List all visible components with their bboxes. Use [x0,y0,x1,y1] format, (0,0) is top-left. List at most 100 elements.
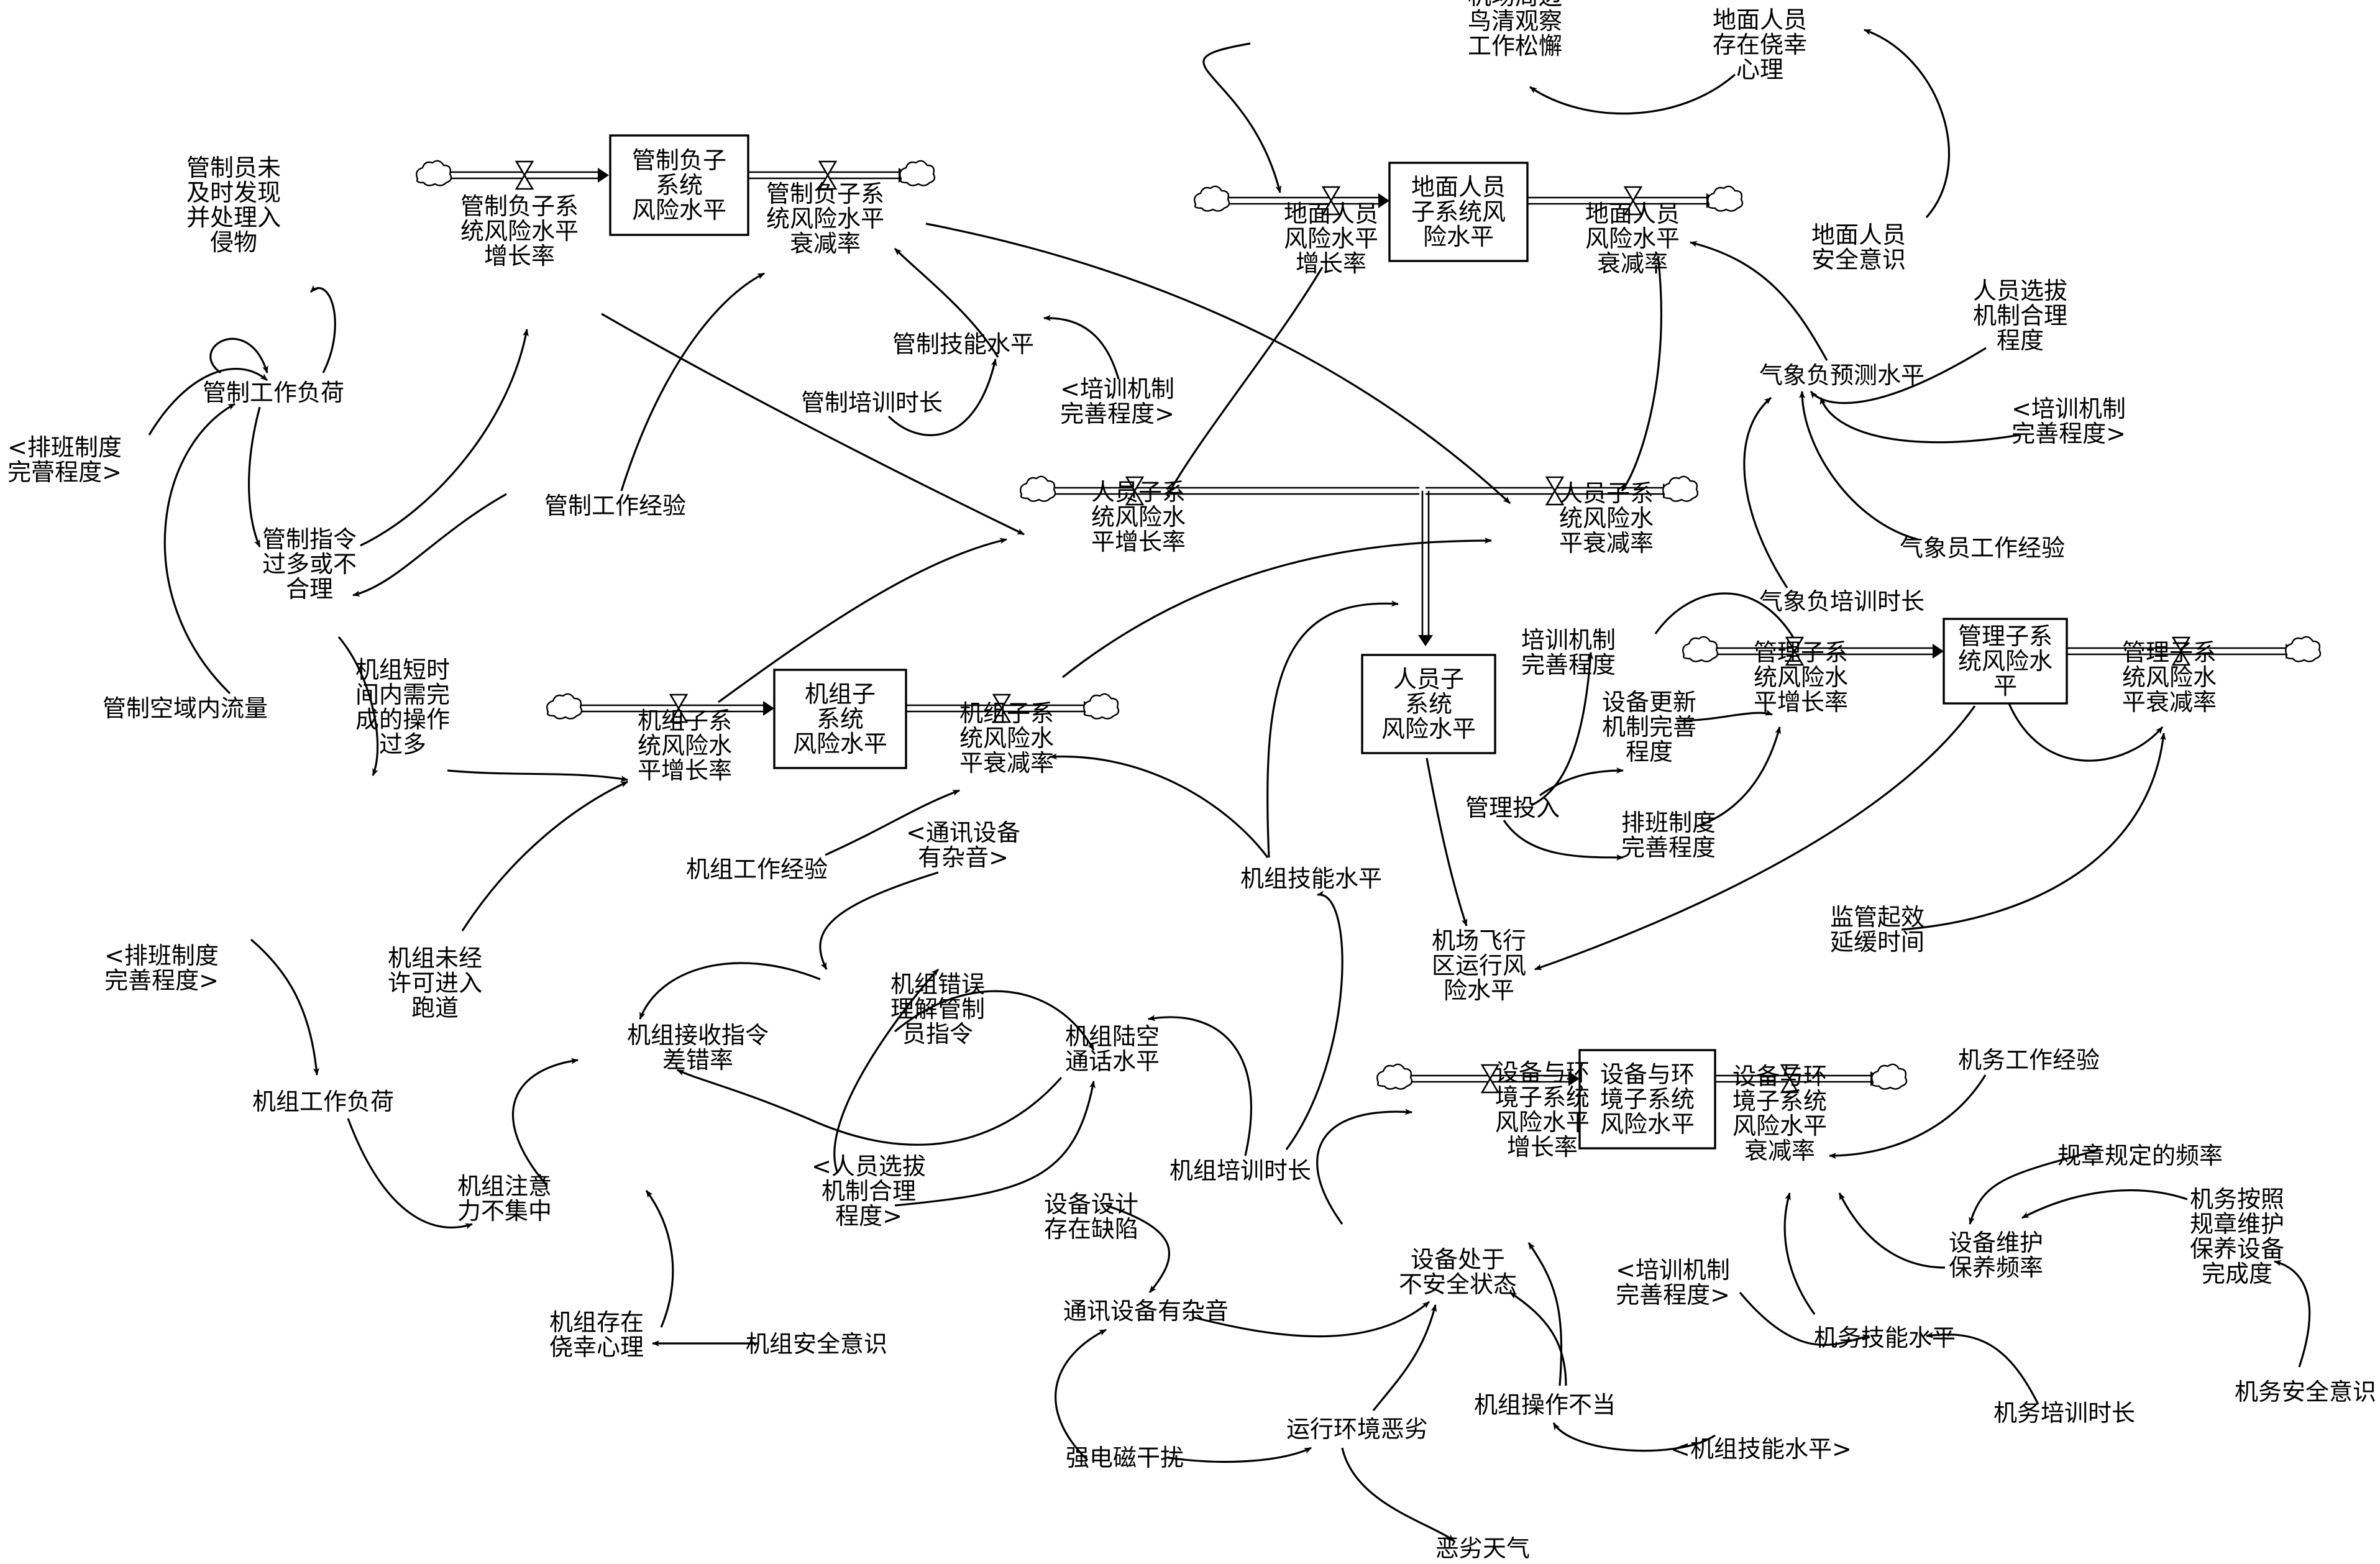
variable-line: 完善程度 [1621,834,1716,861]
valve-icon [1785,636,1805,666]
variable-line: <培训机制 [1616,1256,1730,1284]
variable-line: 力不集中 [457,1197,552,1225]
variable-equip-design: 设备设计存在缺陷 [1044,1191,1138,1243]
variable-line: 机制完善 [1602,713,1696,741]
causal-arrow [347,1118,473,1230]
variable-line: 设备维护 [1949,1229,2043,1256]
variable-atc-inc: 管制负子系统风险水平增长率 [460,193,579,270]
cloud-icon [1083,693,1120,720]
variable-crew-luck: 机组存在侥幸心理 [549,1309,644,1361]
causal-arrow [1829,1074,1987,1159]
variable-crew-oper: 机组操作不当 [1474,1391,1616,1419]
causal-arrow [2274,1260,2311,1368]
variable-line: 机组子系 [959,700,1054,727]
causal-arrow [1426,757,1468,926]
variable-line: 统风险水平 [460,217,579,245]
variable-crew-misund: 机组错误理解管制员指令 [890,971,985,1048]
variable-atc-exp: 管制工作经验 [544,492,686,519]
variable-line: 风险水平 [1585,225,1680,252]
causal-arrow [1285,890,1343,1150]
variable-line: 统风险水 [638,732,732,759]
variable-line: 理解管制 [890,995,985,1023]
valve-icon [515,160,534,190]
causal-arrow [1529,73,1736,115]
causal-arrow [1810,347,1987,405]
variable-supervise: 监管起效延缓时间 [1830,903,1925,956]
variable-line: 设备处于 [1411,1246,1505,1273]
cloud-icon [2285,636,2322,662]
variable-train-mech2: <培训机制完善程度> [2012,395,2126,447]
variable-line: <通讯设备 [906,819,1020,846]
variable-crew-safe: 机组安全意识 [746,1330,887,1358]
variable-line: 完善程度> [1616,1281,1730,1309]
variable-equip-unsafe: 设备处于不安全状态 [1399,1246,1517,1298]
stock-equip: 设备与环境子系统风险水平 [1578,1049,1716,1150]
pipe-arrowhead [1418,635,1433,646]
stock-line: 管理子系 [1958,623,2053,650]
cloud-icon [546,693,583,720]
causal-arrow [601,313,1025,536]
variable-equip-update: 设备更新机制完善程度 [1602,688,1696,766]
causal-arrow [1202,42,1282,193]
cloud-icon [1194,185,1230,212]
variable-line: 恶劣天气 [1435,1535,1530,1562]
variable-line: 延缓时间 [1830,928,1925,956]
variable-line: 风险水平 [1732,1112,1827,1140]
causal-arrow [1341,1447,1455,1542]
variable-line: 存在缺陷 [1044,1215,1138,1243]
causal-arrow [1043,314,1120,380]
variable-line: 管制技能水平 [892,331,1034,358]
causal-arrow [894,1081,1096,1207]
stock-frame [1361,654,1496,754]
valve-icon [992,693,1012,723]
variable-crew-exp: 机组工作经验 [686,856,828,883]
variable-line: 设备更新 [1602,688,1696,716]
variable-line: 合理 [286,575,333,603]
causal-arrow [1062,537,1492,679]
variable-line: 程度 [1997,327,2044,354]
variable-bird: 机场周边鸟清观察工作松懈 [1468,0,1562,60]
stock-line: 系统 [656,171,703,199]
variable-line: 间内需完 [355,681,450,708]
variable-line: 机组操作不当 [1474,1391,1616,1419]
variable-mech-comply: 机务按照规章维护保养设备完成度 [2190,1186,2284,1287]
variable-atc-cmd: 管制指令过多或不合理 [262,526,357,603]
variable-line: 地面人员 [1284,200,1378,227]
variable-line: 管制空域内流量 [103,695,268,722]
variable-atc-train: 管制培训时长 [801,389,943,416]
stock-label: 地面人员子系统风险水平 [1411,173,1506,250]
variable-line: 设备与环 [1495,1059,1590,1086]
causal-arrow [148,367,268,436]
variable-crew-train: 机组培训时长 [1169,1157,1311,1184]
causal-arrow [1783,1192,1816,1315]
variable-line: 统风险水 [959,725,1054,752]
variable-equip-inc: 设备与环境子系统风险水平增长率 [1495,1059,1590,1161]
variable-crew-comm: 机组陆空通话水平 [1065,1023,1160,1075]
variable-line: 管制员未 [186,154,281,181]
variable-line: 管制培训时长 [801,389,943,416]
variable-ground-dec: 地面人员风险水平衰减率 [1585,200,1680,277]
variable-line: 机组存在 [549,1309,644,1336]
stock-line: 平 [1993,672,2017,700]
cloud-icon [899,160,936,186]
variable-line: 侵物 [210,229,257,256]
stock-line: 风险水平 [1600,1110,1695,1138]
stock-frame [1943,618,2068,705]
variable-line: 平衰减率 [959,749,1054,777]
variable-shift3: 排班制度完善程度 [1621,809,1716,861]
variable-line: 机组陆空 [1065,1023,1160,1050]
causal-arrow [1819,397,2020,444]
variable-line: 机组未经 [388,944,482,972]
variable-crew-skill2: <机组技能水平> [1670,1435,1852,1463]
variable-mech-skill: 机务技能水平 [1814,1324,1956,1351]
variable-line: 统风险水 [1091,503,1186,531]
variable-person-dec: 人员子系统风险水平衰减率 [1559,480,1654,557]
causal-arrow [1654,592,1800,647]
variable-line: 设备与环 [1732,1063,1827,1090]
causal-arrow [1799,391,1918,541]
variable-line: 气象员工作经验 [1900,534,2065,562]
causal-arrow [250,938,319,1076]
variable-line: 气象负培训时长 [1759,588,1925,615]
variable-line: <人员选拔 [812,1153,926,1180]
variable-line: 机制合理 [1973,302,2067,329]
